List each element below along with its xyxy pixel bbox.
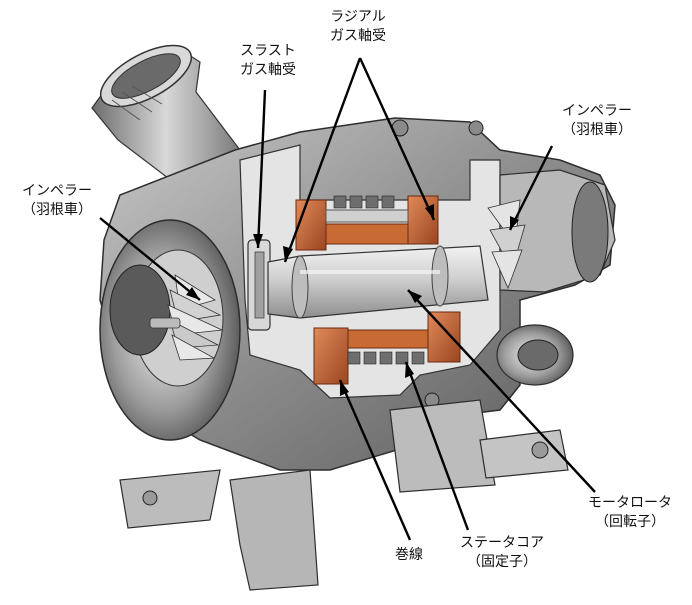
label-stator-core-line2: （固定子） xyxy=(467,554,537,570)
label-impeller-left-line2: （羽根車） xyxy=(22,202,92,218)
label-thrust-line2: ガス軸受 xyxy=(240,62,296,78)
arrowhead-rotor xyxy=(408,290,422,303)
label-radial-line2: ガス軸受 xyxy=(330,28,386,44)
leader-impeller-right xyxy=(508,145,554,231)
rotor-shaft xyxy=(267,245,489,319)
label-thrust-line1: スラスト xyxy=(240,43,296,59)
label-winding: 巻線 xyxy=(384,546,434,565)
arrowhead-impeller-right xyxy=(510,216,519,230)
label-impeller-right-line1: インペラー xyxy=(562,103,632,119)
label-motor-rotor-line2: （回転子） xyxy=(595,514,665,530)
leader-rotor xyxy=(407,289,596,493)
arrowhead-stator xyxy=(405,362,414,378)
leader-impeller-left xyxy=(99,217,201,301)
leader-thrust xyxy=(256,89,267,249)
label-stator-core: ステータコア （固定子） xyxy=(452,534,552,572)
leader-radial-b xyxy=(358,57,436,221)
label-motor-rotor: モータロータ （回転子） xyxy=(580,494,680,532)
label-radial-line1: ラジアル xyxy=(330,9,386,25)
right-impeller xyxy=(487,199,526,290)
label-impeller-right-line2: （羽根車） xyxy=(562,122,632,138)
thrust-bearing xyxy=(247,239,271,331)
leader-stator xyxy=(404,361,470,531)
label-radial-gas-bearing: ラジアル ガス軸受 xyxy=(322,8,394,46)
stator-winding-bottom xyxy=(313,311,461,385)
arrowhead-thrust xyxy=(253,234,263,248)
support-legs xyxy=(119,399,569,591)
label-impeller-left-line1: インペラー xyxy=(22,183,92,199)
label-motor-rotor-line1: モータロータ xyxy=(588,495,672,511)
leader-radial-a xyxy=(283,57,362,263)
label-impeller-right: インペラー （羽根車） xyxy=(552,102,642,140)
leader-lines xyxy=(99,57,596,541)
label-stator-core-line1: ステータコア xyxy=(460,535,544,551)
arrowhead-radial-b xyxy=(425,204,434,220)
label-winding-line1: 巻線 xyxy=(395,547,423,563)
arrowhead-radial-a xyxy=(283,246,293,262)
arrowhead-impeller-left xyxy=(186,287,200,300)
arrowhead-winding xyxy=(340,380,349,396)
label-thrust-gas-bearing: スラスト ガス軸受 xyxy=(232,42,304,80)
leader-arrowheads xyxy=(186,204,519,396)
stator-core xyxy=(333,195,425,365)
inlet-pipe xyxy=(91,44,241,191)
leader-winding xyxy=(338,379,412,541)
label-impeller-left: インペラー （羽根車） xyxy=(12,182,102,220)
right-volute xyxy=(496,169,616,386)
